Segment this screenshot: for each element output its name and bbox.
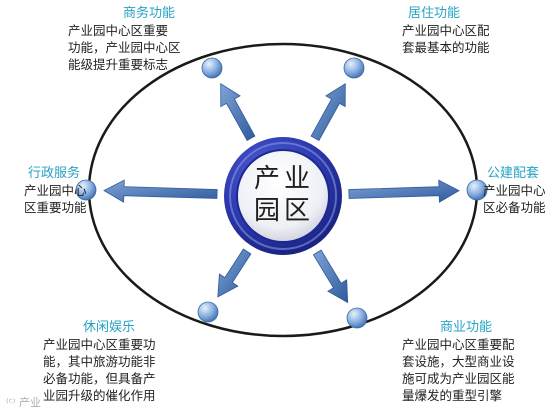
arrow-group [103, 82, 460, 304]
node-title-residence: 居住功能 [408, 6, 461, 21]
node-desc-residence: 产业园中心区配 套最基本的功能 [402, 23, 490, 55]
node-desc-admin: 产业园中心 区重要功能 [24, 183, 87, 215]
node-title-commerce: 商务功能 [123, 6, 176, 21]
node-desc-leisure: 产业园中心区重要功 能，其中旅游功能非 必备功能，但具备产 业园升级的催化作用 [43, 337, 156, 403]
node-label-leisure: 休闲娱乐 产业园中心区重要功 能，其中旅游功能非 必备功能，但具备产 业园升级的… [43, 320, 156, 404]
ring-node-commerce [201, 57, 223, 79]
node-title-admin: 行政服务 [28, 166, 81, 181]
ring-node-residence [343, 57, 365, 79]
arrow-leisure [217, 248, 252, 298]
arrow-admin [103, 179, 218, 203]
node-desc-commerce: 产业园中心区重要 功能，产业园中心区 能级提升重要标志 [68, 23, 181, 72]
ring-node-leisure [197, 301, 219, 323]
arrow-commerce [220, 82, 256, 142]
center-badge [224, 137, 342, 255]
node-desc-business: 产业园中心区重要配 套设施，大型商业设 施可成为产业园区能 量爆发的重型引擎 [402, 337, 515, 403]
node-label-business: 商业功能 产业园中心区重要配 套设施，大型商业设 施可成为产业园区能 量爆发的重… [402, 320, 515, 404]
node-label-admin: 行政服务 产业园中心 区重要功能 [24, 166, 87, 216]
node-desc-public: 产业园中心 区必备功能 [483, 183, 546, 215]
node-title-leisure: 休闲娱乐 [83, 320, 136, 335]
arrow-public [348, 179, 460, 203]
ring-node-admin [75, 179, 97, 201]
node-group [75, 57, 488, 329]
node-label-residence: 居住功能 产业园中心区配 套最基本的功能 [402, 6, 490, 56]
center-label: 产业 园区 [253, 164, 314, 226]
node-label-public: 公建配套 产业园中心 区必备功能 [483, 166, 546, 216]
node-label-commerce: 商务功能 产业园中心区重要 功能，产业园中心区 能级提升重要标志 [68, 6, 181, 73]
arrow-business [312, 249, 349, 304]
watermark: ⁽ᶜ⁾ 产业 [6, 396, 41, 409]
ring-node-business [346, 307, 368, 329]
arrow-residence [310, 82, 346, 142]
ring-node-public [466, 179, 488, 201]
node-title-business: 商业功能 [440, 320, 493, 335]
node-title-public: 公建配套 [487, 166, 540, 181]
